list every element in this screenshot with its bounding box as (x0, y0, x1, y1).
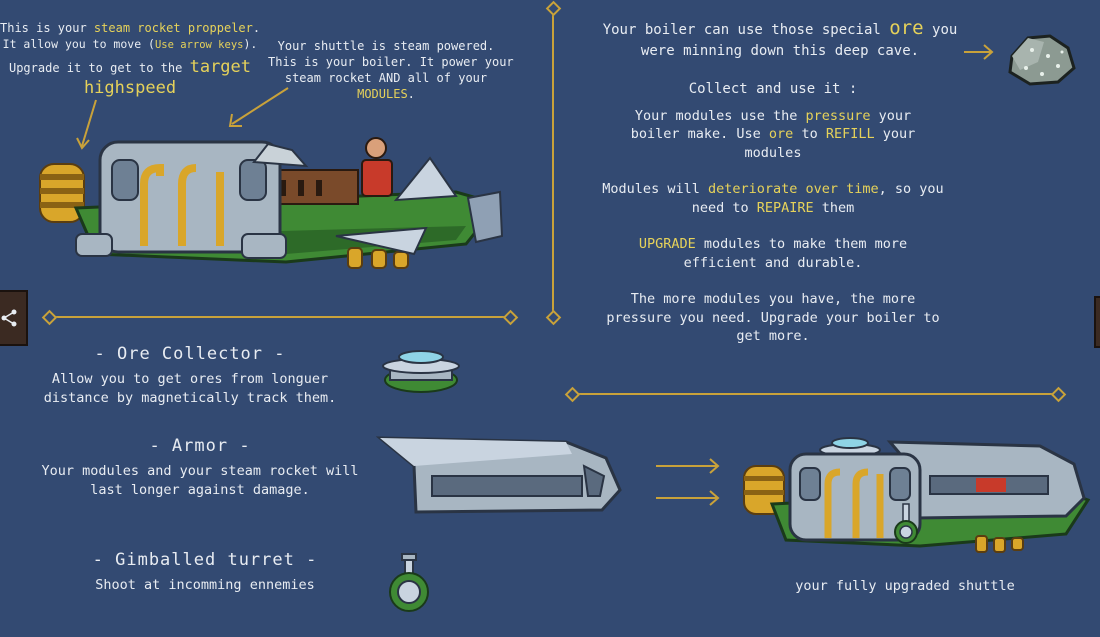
collect-paragraph-pressure: Your modules use the pressure your boile… (630, 107, 916, 161)
turret-sprite (389, 553, 429, 612)
propeller-note-line4: highspeed (83, 78, 177, 98)
module-description: Allow you to get ores from longuer dista… (43, 371, 337, 406)
propeller-note-line3: Upgrade it to get to the target (8, 57, 252, 77)
armor-sprite (376, 436, 622, 514)
module-title: - Ore Collector - (94, 344, 286, 364)
propeller-note-line1: This is your steam rocket proppeler. (0, 21, 261, 35)
module-gimballed-turret: - Gimballed turret - Shoot at incomming … (30, 550, 380, 595)
module-armor: - Armor - Your modules and your steam ro… (30, 436, 370, 499)
ore-intro-line1: Your boiler can use those special ore yo… (602, 17, 958, 39)
divider-end-diamond (545, 0, 562, 17)
collect-paragraph-more-modules: The more modules you have, the more pres… (606, 291, 940, 344)
module-description: Your modules and your steam rocket will … (41, 463, 359, 498)
divider-end-diamond (1050, 386, 1067, 403)
propeller-note: This is your steam rocket proppeler. It … (0, 20, 260, 97)
collect-section: Collect and use it : Your modules use th… (588, 80, 958, 346)
arrow-right-icon (656, 490, 720, 506)
arrow-right-icon (656, 458, 720, 474)
divider-horizontal-right (572, 393, 1058, 395)
divider-end-diamond (41, 309, 58, 326)
divider-end-diamond (545, 309, 562, 326)
boiler-note-line1: Your shuttle is steam powered. (277, 39, 495, 53)
collect-paragraph-upgrade: UPGRADE modules to make them more effici… (638, 236, 908, 271)
upgraded-shuttle-caption: your fully upgraded shuttle (795, 578, 1015, 594)
divider-end-diamond (502, 309, 519, 326)
ore-intro: Your boiler can use those special ore yo… (590, 18, 970, 62)
collect-paragraph-repair: Modules will deteriorate over time, so y… (602, 181, 944, 216)
share-icon (1, 309, 17, 327)
ore-intro-line2: were minning down this deep cave. (640, 43, 920, 59)
arrow-right-icon (964, 44, 994, 60)
right-drawer-tab[interactable] (1094, 296, 1100, 348)
divider-horizontal-left (50, 316, 510, 318)
boiler-note-line2: This is your boiler. It power your (268, 55, 514, 69)
ore-icon (1008, 34, 1076, 86)
module-title: - Armor - (149, 436, 251, 456)
divider-end-diamond (564, 386, 581, 403)
propeller-pointer-arrow-icon (76, 99, 97, 150)
boiler-pointer-arrow-icon (228, 87, 289, 127)
boiler-note-line4: MODULES. (357, 87, 415, 101)
base-shuttle-sprite (39, 137, 504, 269)
module-title: - Gimballed turret - (92, 550, 318, 570)
divider-vertical (552, 8, 554, 316)
module-ore-collector: - Ore Collector - Allow you to get ores … (30, 344, 350, 407)
upgraded-shuttle-sprite (743, 437, 1091, 553)
module-description: Shoot at incomming ennemies (95, 577, 315, 593)
side-drawer-tab[interactable] (0, 290, 28, 346)
boiler-note-line3: steam rocket AND all of your (284, 71, 488, 85)
collect-heading: Collect and use it : (688, 81, 858, 97)
propeller-note-line2: It allow you to move (Use arrow keys). (2, 37, 258, 51)
boiler-note: Your shuttle is steam powered. This is y… (268, 38, 514, 102)
ore-collector-sprite (382, 350, 460, 393)
